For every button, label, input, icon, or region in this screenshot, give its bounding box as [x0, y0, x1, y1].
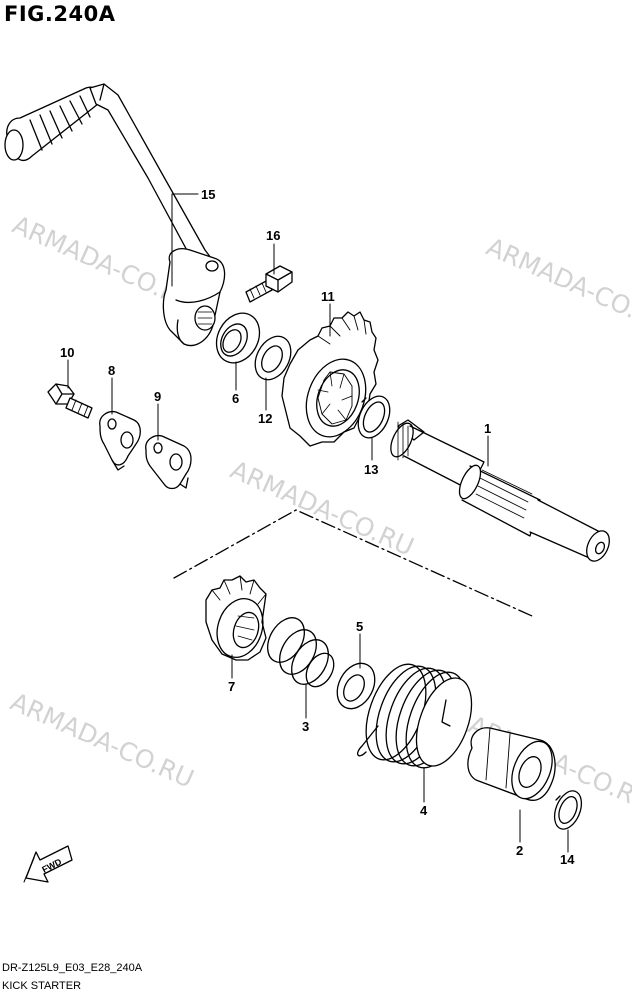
callout-3: 3 — [302, 719, 309, 734]
callout-10: 10 — [60, 345, 74, 360]
bolt-10[interactable] — [47, 383, 93, 419]
callout-4: 4 — [420, 803, 428, 818]
callout-8: 8 — [108, 363, 115, 378]
oil-seal-6[interactable] — [208, 306, 268, 371]
circlip-14[interactable] — [549, 787, 586, 833]
guide-2[interactable] — [467, 727, 560, 805]
callout-13: 13 — [364, 462, 378, 477]
kick-starter-shaft-1[interactable] — [386, 419, 614, 565]
callout-labels: 15 16 11 10 8 9 6 12 1 13 5 7 3 4 2 14 — [60, 187, 575, 867]
kick-starter-lever[interactable] — [4, 83, 226, 347]
kick-driven-gear-11[interactable] — [281, 311, 379, 447]
sub-assembly-outline — [173, 509, 533, 617]
callout-12: 12 — [258, 411, 272, 426]
callout-16: 16 — [266, 228, 280, 243]
washer-12[interactable] — [248, 330, 298, 386]
stopper-plate-8[interactable] — [99, 410, 141, 471]
figure-subtitle: KICK STARTER — [2, 980, 82, 992]
callout-15: 15 — [201, 187, 215, 202]
spring-3[interactable] — [260, 611, 339, 691]
bolt-16[interactable] — [245, 265, 293, 303]
callout-9: 9 — [154, 389, 161, 404]
callout-7: 7 — [228, 679, 235, 694]
washer-5[interactable] — [330, 657, 383, 715]
callout-1: 1 — [484, 421, 491, 436]
callout-6: 6 — [232, 391, 239, 406]
fwd-arrow-icon — [23, 845, 73, 883]
callout-5: 5 — [356, 619, 363, 634]
kick-drive-gear-7[interactable] — [205, 575, 270, 663]
stopper-plate-9[interactable] — [145, 434, 192, 490]
figure-title: FIG.240A — [4, 2, 116, 26]
leader-lines — [67, 193, 569, 853]
return-spring-4[interactable] — [354, 656, 482, 776]
figure-code: DR-Z125L9_E03_E28_240A — [2, 962, 143, 974]
circlip-13[interactable] — [352, 391, 396, 443]
callout-11: 11 — [321, 289, 335, 304]
callout-2: 2 — [516, 843, 523, 858]
callout-14: 14 — [560, 852, 575, 867]
